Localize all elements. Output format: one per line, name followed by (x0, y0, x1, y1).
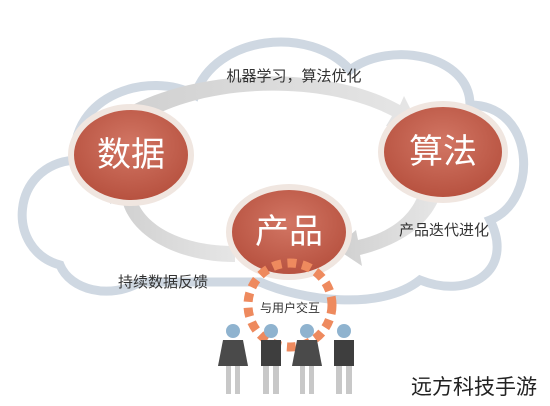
node-algorithm: 算法 (378, 101, 508, 203)
node-product: 产品 (226, 184, 352, 280)
edge-label-top: 机器学习，算法优化 (226, 67, 361, 85)
interaction-label: 与用户交互 (260, 300, 320, 315)
edge-label-right: 产品迭代进化 (399, 221, 489, 239)
node-algorithm-label: 算法 (409, 132, 477, 172)
user-figure-3 (292, 324, 322, 394)
edge-label-left: 持续数据反馈 (118, 273, 208, 291)
user-figure-2 (261, 324, 281, 394)
user-figure-1 (218, 324, 248, 394)
user-figures (218, 324, 354, 394)
node-data-label: 数据 (97, 135, 165, 175)
interaction-ring (243, 258, 337, 352)
user-figure-4 (334, 324, 354, 394)
node-product-label: 产品 (255, 212, 323, 252)
arrow-right (335, 190, 440, 266)
node-data: 数据 (68, 104, 194, 206)
watermark-text: 远方科技手游 (411, 375, 537, 399)
arrow-top (110, 76, 420, 132)
